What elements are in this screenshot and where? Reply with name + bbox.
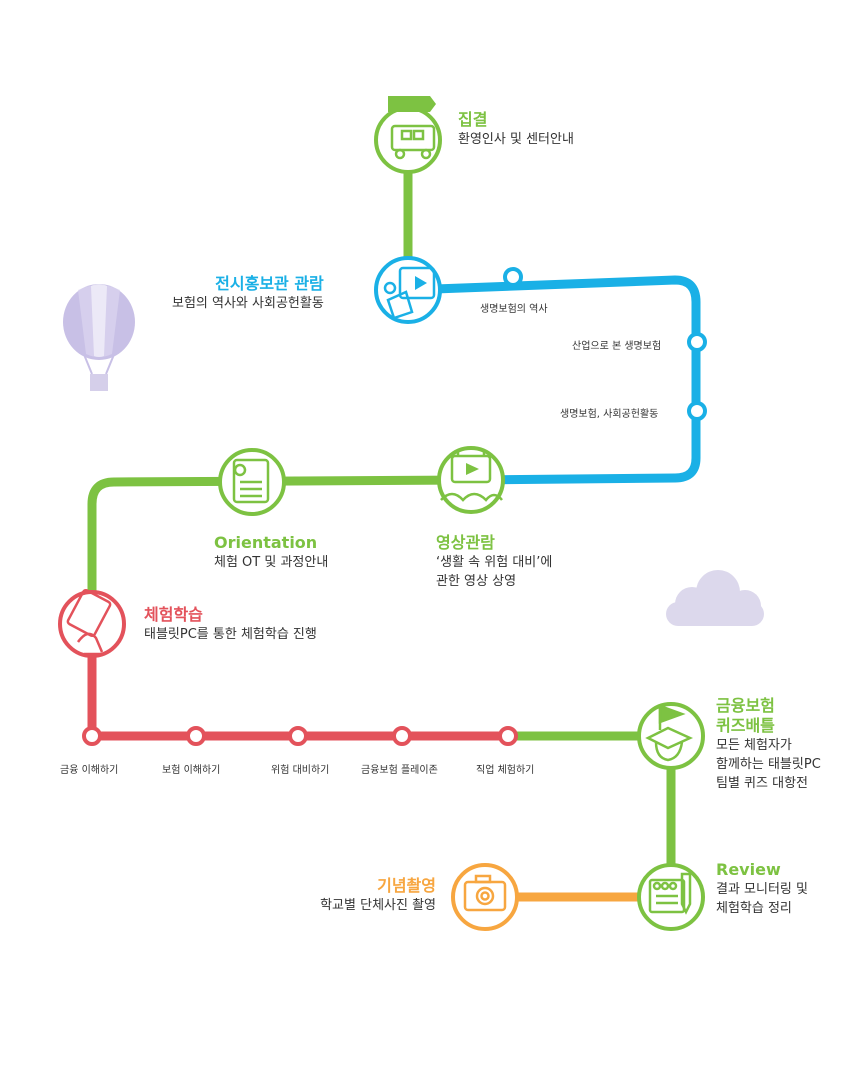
bus-icon: [374, 96, 442, 174]
station-desc: 학교별 단체사진 촬영: [320, 898, 436, 913]
station-desc-line: 모든 체험자가: [716, 738, 792, 753]
stop-dot-social: [687, 401, 707, 421]
station-title: 전시홍보관 관람: [215, 274, 324, 293]
station-desc: 체험 OT 및 과정안내: [214, 555, 329, 570]
station-video: 영상관람 ‘생활 속 위험 대비’에 관한 영상 상영: [436, 533, 552, 591]
station-desc-line: 체험학습 정리: [716, 901, 792, 916]
camera-icon: [451, 863, 519, 931]
stop-dot-history: [503, 267, 523, 287]
route-video-to-experience: [87, 475, 476, 625]
station-photo: 기념촬영 학교별 단체사진 촬영: [300, 876, 436, 915]
station-desc-line: 관한 영상 상영: [436, 574, 517, 589]
screen-play-icon: [437, 446, 505, 514]
station-title: Review: [716, 860, 781, 879]
station-title: 영상관람: [436, 533, 495, 552]
stop-label-risk: 위험 대비하기: [271, 765, 330, 776]
stop-label-insurance: 보험 이해하기: [162, 765, 221, 776]
stop-dot-finance: [82, 726, 102, 746]
checklist-icon: [218, 448, 286, 516]
station-review: Review 결과 모니터링 및 체험학습 정리: [716, 860, 808, 918]
station-experience: 체험학습 태블릿PC를 통한 체험학습 진행: [144, 605, 317, 644]
stop-label-industry: 산업으로 본 생명보험: [572, 341, 662, 352]
route-exhibit-to-video: [403, 275, 701, 485]
stop-label-finance: 금융 이해하기: [60, 765, 119, 776]
station-title-line: 금융보험: [716, 696, 775, 715]
station-desc: 태블릿PC를 통한 체험학습 진행: [144, 627, 317, 642]
station-quiz: 금융보험 퀴즈배틀 모든 체험자가 함께하는 태블릿PC 팀별 퀴즈 대항전: [716, 696, 821, 793]
graduate-icon: [637, 702, 705, 770]
stop-dot-career: [498, 726, 518, 746]
video-tablet-icon: [374, 256, 442, 324]
station-title: 기념촬영: [377, 876, 436, 895]
stop-label-career: 직업 체험하기: [476, 765, 535, 776]
station-desc: 보험의 역사와 사회공헌활동: [172, 296, 324, 311]
tablet-hand-icon: [58, 588, 126, 658]
station-title-line: 퀴즈배틀: [716, 716, 775, 735]
station-title: 집결: [458, 110, 488, 129]
station-exhibit: 전시홍보관 관람 보험의 역사와 사회공헌활동: [172, 274, 324, 313]
stop-label-playzone: 금융보험 플레이존: [361, 765, 438, 776]
station-title: 체험학습: [144, 605, 203, 624]
stop-label-social: 생명보험, 사회공헌활동: [560, 409, 659, 420]
stop-dot-risk: [288, 726, 308, 746]
notebook-pencil-icon: [637, 863, 705, 931]
station-title: Orientation: [214, 533, 318, 552]
station-desc: 환영인사 및 센터안내: [458, 132, 574, 147]
station-desc-line: ‘생활 속 위험 대비’에: [436, 555, 553, 570]
hot-air-balloon-icon: [63, 284, 135, 391]
station-desc-line: 함께하는 태블릿PC: [716, 757, 821, 772]
station-desc-line: 팀별 퀴즈 대항전: [716, 776, 808, 791]
station-orientation: Orientation 체험 OT 및 과정안내: [214, 533, 328, 572]
stop-dot-playzone: [392, 726, 412, 746]
cloud-icon: [666, 570, 764, 626]
stop-dot-insurance: [186, 726, 206, 746]
station-gathering: 집결 환영인사 및 센터안내: [458, 110, 574, 149]
stop-label-history: 생명보험의 역사: [480, 304, 548, 315]
station-desc-line: 결과 모니터링 및: [716, 882, 808, 897]
stop-dot-industry: [687, 332, 707, 352]
